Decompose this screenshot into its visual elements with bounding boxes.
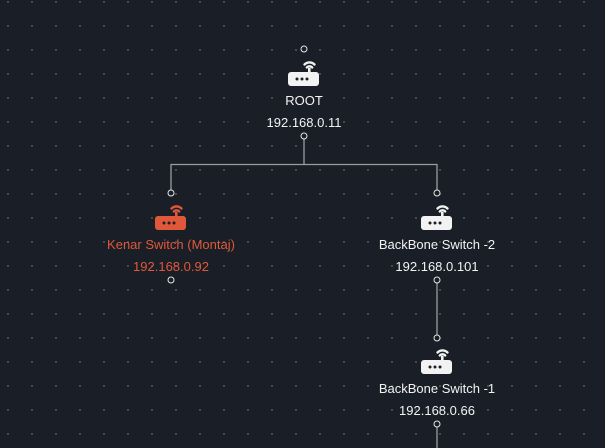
node-backbone-switch-2[interactable]: BackBone Switch -2 192.168.0.101 [337, 201, 537, 275]
node-name: BackBone Switch -2 [378, 237, 496, 252]
node-ip: 192.168.0.92 [133, 259, 209, 274]
node-ip: 192.168.0.101 [395, 259, 479, 274]
kenar-input-handle[interactable] [167, 189, 175, 197]
root-output-handle[interactable] [300, 132, 308, 140]
edge-root-backbone2[interactable] [304, 163, 438, 194]
root-input-handle[interactable] [300, 45, 308, 53]
node-backbone-switch-1[interactable]: BackBone Switch -1 192.168.0.66 [337, 345, 537, 419]
node-ip: 192.168.0.11 [266, 115, 342, 130]
node-ip: 192.168.0.66 [399, 403, 475, 418]
edge-root-kenar[interactable] [170, 137, 305, 193]
backbone2-output-handle[interactable] [433, 276, 441, 284]
backbone2-input-handle[interactable] [433, 189, 441, 197]
router-wifi-icon [155, 205, 186, 230]
router-wifi-icon [288, 61, 319, 86]
node-name: ROOT [285, 93, 323, 108]
router-wifi-icon [421, 349, 452, 374]
kenar-output-handle[interactable] [167, 276, 175, 284]
node-root[interactable]: ROOT 192.168.0.11 [204, 57, 404, 131]
router-wifi-icon [421, 205, 452, 230]
node-name: BackBone Switch -1 [378, 381, 496, 396]
node-name: Kenar Switch (Montaj) [107, 237, 235, 252]
node-kenar-switch[interactable]: Kenar Switch (Montaj) 192.168.0.92 [71, 201, 271, 275]
backbone1-input-handle[interactable] [433, 334, 441, 342]
backbone1-output-handle[interactable] [433, 420, 441, 428]
